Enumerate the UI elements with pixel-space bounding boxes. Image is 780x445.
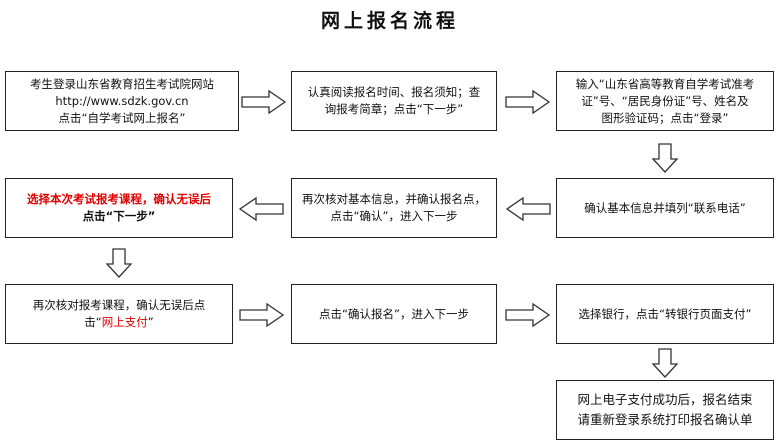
- step-3-line-3: 图形验证码；点击“登录”: [601, 110, 729, 125]
- arrow-down-step6-to-step7: [105, 248, 133, 278]
- arrow-down-step3-to-step4: [651, 143, 679, 173]
- arrow-right-step8-to-step9: [505, 302, 551, 328]
- arrow-left-step4-to-step5: [505, 196, 551, 222]
- step-8-box: 点击“确认报名”，进入下一步: [291, 284, 497, 344]
- step-5-line-1: 再次核对基本信息，并确认报名点，: [302, 192, 486, 206]
- step-1-line-3: 点击“自学考试网上报名”: [58, 110, 186, 125]
- step-7-line-1: 再次核对报考课程，确认无误后点: [32, 298, 206, 312]
- step-10-box: 网上电子支付成功后，报名结束 请重新登录系统打印报名确认单: [556, 380, 774, 440]
- arrow-right-step2-to-step3: [505, 89, 551, 115]
- step-9-line-1: 选择银行，点击“转银行页面支付”: [578, 306, 752, 321]
- page-title: 网上报名流程: [320, 10, 459, 32]
- arrow-right-step7-to-step8: [239, 302, 285, 328]
- step-7-line-2-prefix: 击“: [84, 315, 102, 329]
- step-2-line-2: 询报考简章；点击“下一步”: [324, 102, 464, 116]
- step-4-box: 确认基本信息并填列“联系电话”: [556, 178, 774, 238]
- step-7-line-2-suffix: ”: [147, 315, 154, 329]
- arrow-left-step5-to-step6: [238, 196, 284, 222]
- arrow-down-step9-to-step10: [651, 348, 679, 378]
- step-8-line-1: 点击“确认报名”，进入下一步: [319, 306, 469, 321]
- step-3-line-1: 输入“山东省高等教育自学考试准考: [575, 76, 755, 91]
- step-2-box: 认真阅读报名时间、报名须知；查 询报考简章；点击“下一步”: [291, 71, 497, 131]
- step-1-line-2: http://www.sdzk.gov.cn: [55, 93, 189, 108]
- step-9-box: 选择银行，点击“转银行页面支付”: [556, 284, 774, 344]
- arrow-right-step1-to-step2: [241, 89, 287, 115]
- step-7-line-2: 击“网上支付”: [33, 314, 206, 331]
- step-5-box: 再次核对基本信息，并确认报名点， 点击“确认”，进入下一步: [291, 178, 497, 238]
- step-1-box: 考生登录山东省教育招生考试院网站 http://www.sdzk.gov.cn …: [5, 71, 239, 131]
- step-10-line-1: 网上电子支付成功后，报名结束: [577, 392, 753, 407]
- step-6-line-1: 选择本次考试报考课程，确认无误后: [27, 192, 211, 206]
- step-3-box: 输入“山东省高等教育自学考试准考 证”号、“居民身份证”号、姓名及 图形验证码；…: [556, 71, 774, 131]
- step-6-line-2: 点击“下一步”: [82, 209, 156, 223]
- step-4-line-1: 确认基本信息并填列“联系电话”: [584, 200, 746, 215]
- step-5-line-2: 点击“确认”，进入下一步: [330, 209, 458, 223]
- step-7-box: 再次核对报考课程，确认无误后点 击“网上支付”: [5, 284, 233, 344]
- step-1-line-1: 考生登录山东省教育招生考试院网站: [30, 76, 214, 91]
- step-7-online-pay-highlight: 网上支付: [101, 315, 148, 329]
- step-6-box: 选择本次考试报考课程，确认无误后 点击“下一步”: [5, 178, 233, 238]
- step-10-line-2: 请重新登录系统打印报名确认单: [577, 412, 753, 427]
- step-3-line-2: 证”号、“居民身份证”号、姓名及: [581, 93, 749, 108]
- step-2-line-1: 认真阅读报名时间、报名须知；查: [307, 85, 481, 99]
